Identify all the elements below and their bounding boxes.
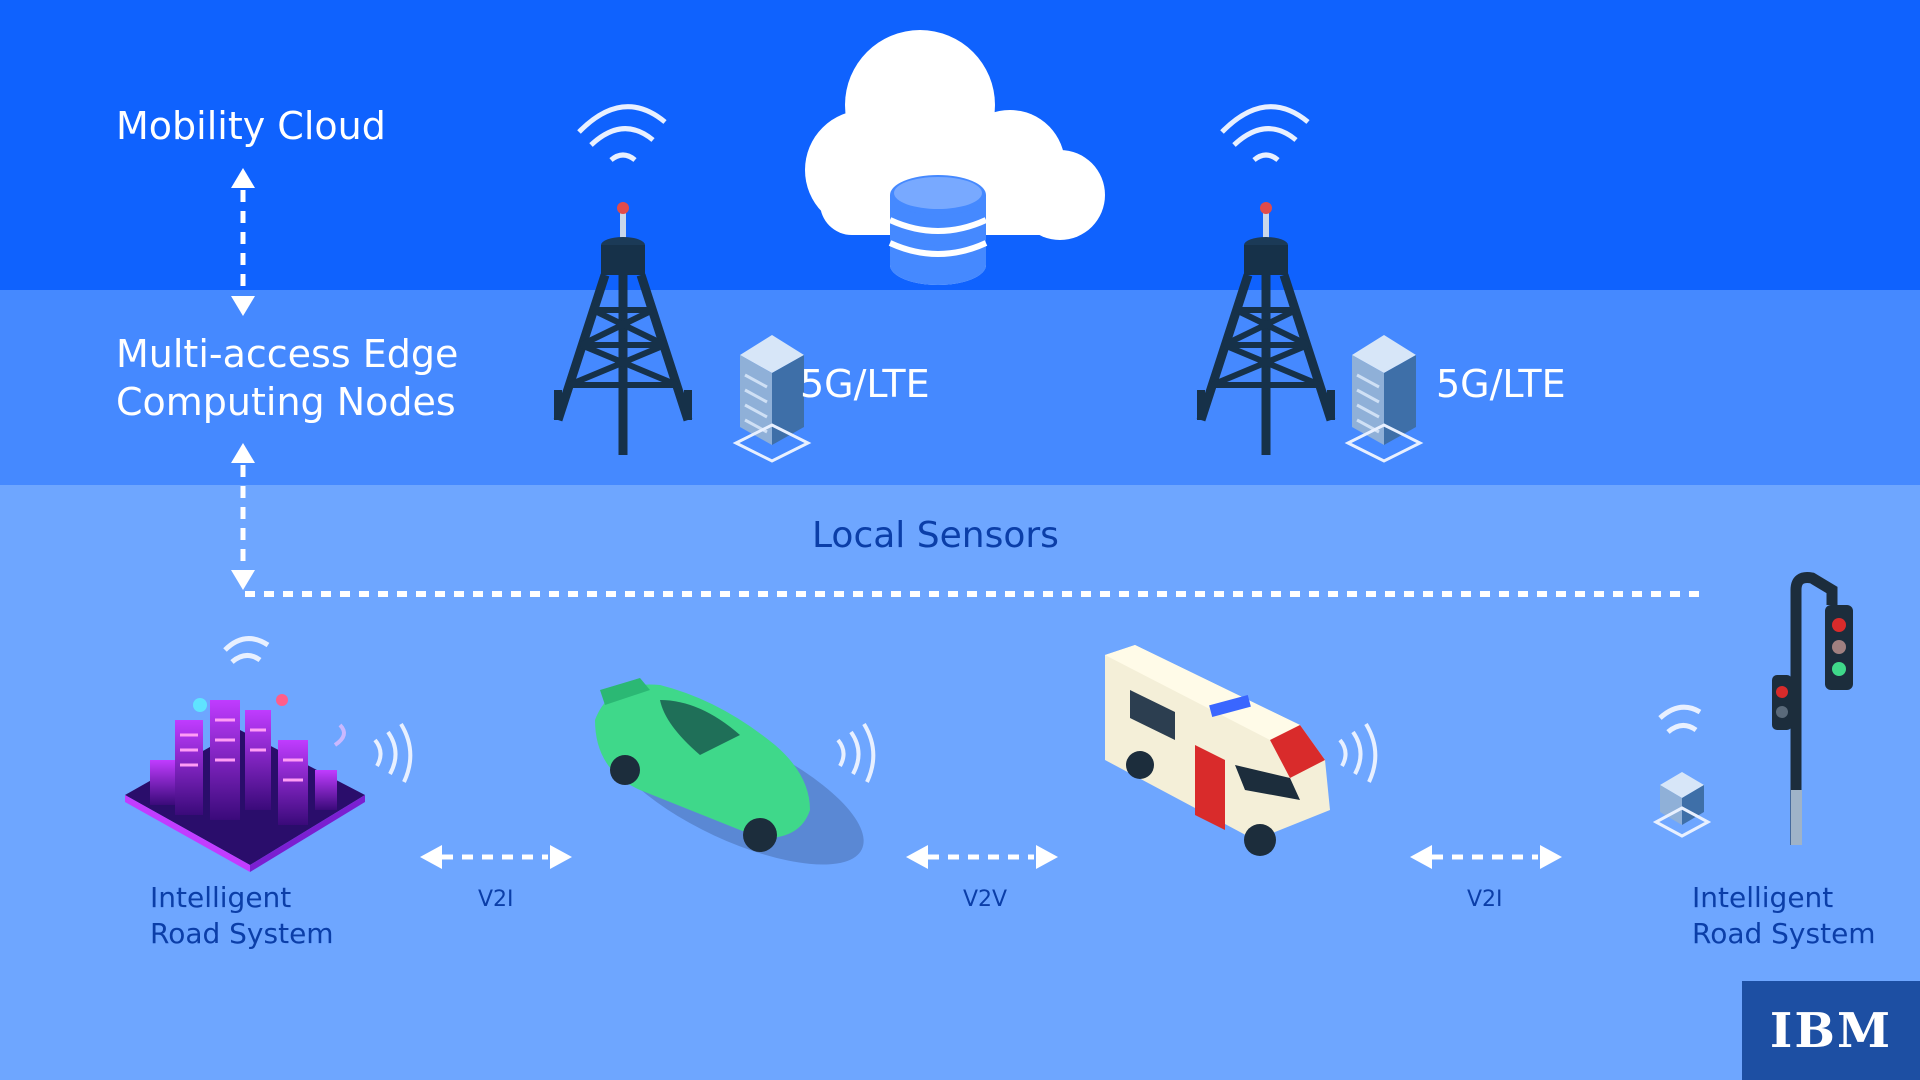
cloud-edge-arrow: [231, 168, 255, 316]
edge-computing-label: Multi-access Edge Computing Nodes: [116, 332, 459, 424]
road-system-label-right: Intelligent Road System: [1692, 881, 1876, 950]
edge-server-icon: [732, 335, 812, 463]
signal-waves-icon: [373, 722, 413, 783]
ambulance-icon: [1105, 645, 1330, 856]
ibm-logo: IBM: [1742, 981, 1920, 1080]
v2i-right-label: V2I: [1467, 887, 1503, 912]
cell-tower-icon: [1196, 104, 1336, 455]
signal-waves-icon: [836, 722, 876, 783]
roadside-unit-icon: [1652, 704, 1712, 838]
v2i-left-label: V2I: [478, 887, 514, 912]
edge-local-arrow: [231, 443, 255, 590]
road-system-label-left: Intelligent Road System: [150, 881, 334, 950]
edge-server-icon: [1344, 335, 1424, 463]
v2i-right-arrow: [1410, 845, 1562, 869]
traffic-light-icon: [1772, 572, 1853, 845]
signal-waves-icon: [1338, 722, 1378, 783]
v2v-label: V2V: [963, 887, 1008, 912]
tower-label-5g-lte: 5G/LTE: [1436, 362, 1566, 406]
smart-city-icon: [125, 636, 365, 872]
cell-tower-icon: [553, 104, 693, 455]
local-sensors-label: Local Sensors: [812, 515, 1059, 556]
ibm-logo-text: IBM: [1769, 1002, 1893, 1059]
green-car-icon: [595, 678, 864, 865]
cloud-database-icon: [805, 30, 1105, 285]
edge-layer-band: [0, 290, 1920, 485]
mobility-cloud-label: Mobility Cloud: [116, 104, 386, 148]
v2i-left-arrow: [420, 845, 572, 869]
v2v-arrow: [906, 845, 1058, 869]
tower-label-5g-lte: 5G/LTE: [800, 362, 930, 406]
